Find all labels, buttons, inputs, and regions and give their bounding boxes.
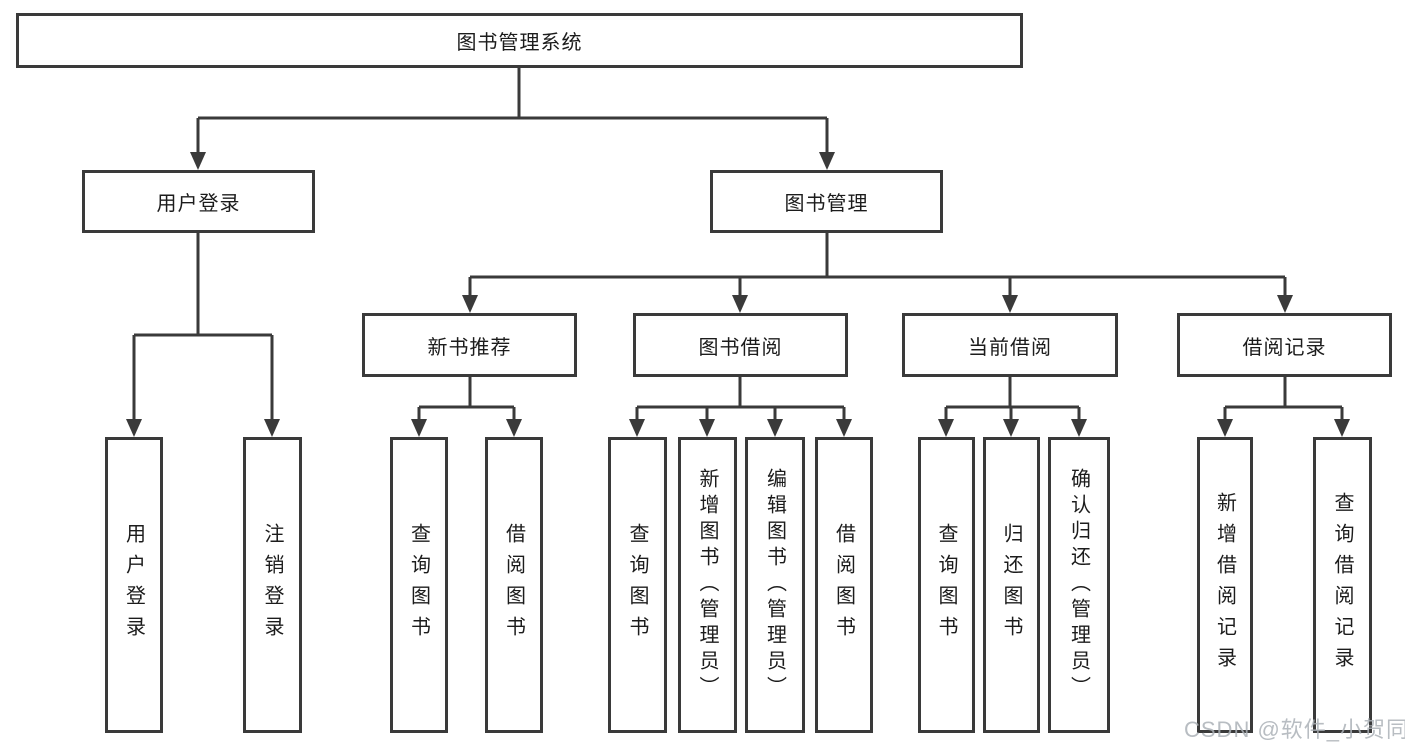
- node-label: 图书管理: [784, 193, 869, 215]
- connector-strokes: [132, 68, 1344, 421]
- node-label: 当前借阅: [968, 336, 1052, 359]
- leaf-label: 用户登录: [122, 523, 145, 647]
- leaf-query-books-current: 查询图书: [918, 437, 975, 733]
- node-label: 图书借阅: [698, 336, 783, 359]
- leaf-label: 借阅图书: [502, 523, 525, 647]
- leaf-user-login: 用户登录: [105, 437, 163, 733]
- leaf-label: 新增借阅记录: [1213, 492, 1236, 678]
- node-label: 借阅记录: [1242, 336, 1327, 359]
- leaf-edit-books-admin: 编辑图书（管理员）: [745, 437, 805, 733]
- leaf-label: 编辑图书（管理员）: [763, 468, 786, 702]
- leaf-label: 新增图书（管理员）: [696, 468, 718, 702]
- node-current-borrowing: 当前借阅: [902, 313, 1118, 377]
- leaf-label: 查询图书: [935, 523, 957, 647]
- leaf-query-books-recommend: 查询图书: [390, 437, 448, 733]
- leaf-label: 查询图书: [407, 523, 430, 647]
- node-label: 新书推荐: [427, 336, 512, 359]
- leaf-label: 注销登录: [261, 523, 283, 647]
- arrowheads: [126, 152, 1350, 437]
- csdn-watermark: CSDN @软件_小贺同学: [1184, 717, 1405, 742]
- node-new-book-recommendation: 新书推荐: [362, 313, 577, 377]
- leaf-add-borrow-record: 新增借阅记录: [1197, 437, 1253, 733]
- leaf-return-books: 归还图书: [983, 437, 1040, 733]
- leaf-label: 确认归还（管理员）: [1067, 468, 1090, 702]
- leaf-label: 查询借阅记录: [1331, 492, 1353, 678]
- leaf-query-books-borrowing: 查询图书: [608, 437, 667, 733]
- leaf-borrow-books-recommend: 借阅图书: [485, 437, 543, 733]
- leaf-logout: 注销登录: [243, 437, 302, 733]
- node-label: 图书管理系统: [456, 32, 583, 54]
- node-label: 用户登录: [156, 193, 241, 215]
- leaf-label: 借阅图书: [832, 523, 855, 647]
- leaf-confirm-return-admin: 确认归还（管理员）: [1048, 437, 1110, 733]
- leaf-label: 归还图书: [1000, 523, 1022, 647]
- node-book-management: 图书管理: [710, 170, 943, 233]
- leaf-borrow-books: 借阅图书: [815, 437, 873, 733]
- node-borrowing-records: 借阅记录: [1177, 313, 1392, 377]
- node-library-management-system: 图书管理系统: [16, 13, 1023, 68]
- node-user-login: 用户登录: [82, 170, 315, 233]
- leaf-add-books-admin: 新增图书（管理员）: [678, 437, 737, 733]
- node-book-borrowing: 图书借阅: [633, 313, 848, 377]
- leaf-label: 查询图书: [626, 523, 648, 647]
- leaf-query-borrow-record: 查询借阅记录: [1313, 437, 1372, 733]
